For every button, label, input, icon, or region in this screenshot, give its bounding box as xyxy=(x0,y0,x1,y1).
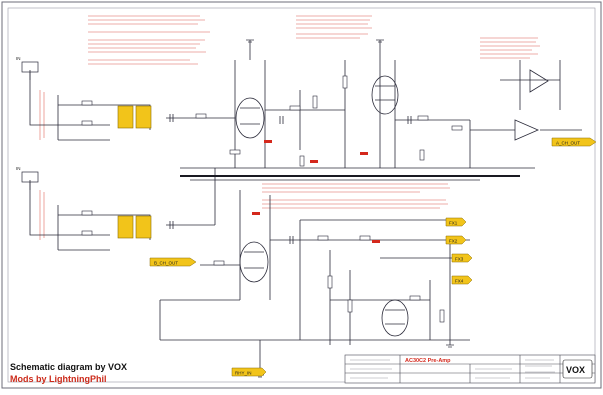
opamp-top-right xyxy=(529,69,549,93)
tag-fx3 xyxy=(451,253,473,263)
tag-rhy-in-label: RHY_IN xyxy=(235,371,252,376)
tube-v2 xyxy=(371,75,399,115)
note-block-middle xyxy=(262,183,450,209)
note-block-top-left xyxy=(88,15,210,65)
input-top-label: IN xyxy=(16,56,21,61)
tag-fx4-label: FX4 xyxy=(455,279,464,284)
input-bottom-label: IN xyxy=(16,166,21,171)
title-block-fields xyxy=(350,359,555,379)
input-jack-bottom xyxy=(21,171,39,190)
credit-schematic-by: Schematic diagram by VOX xyxy=(10,362,128,372)
tag-fx1 xyxy=(445,217,467,227)
tag-a-ch-out xyxy=(551,137,597,147)
relay-blocks xyxy=(117,105,152,239)
tag-fx2-label: FX2 xyxy=(449,239,458,244)
vox-logo-box xyxy=(562,359,593,379)
outer-frame xyxy=(1,1,602,389)
tube-v1 xyxy=(235,97,265,139)
wiring xyxy=(29,40,582,375)
tag-rhy-in xyxy=(231,367,267,377)
tube-v4 xyxy=(381,299,409,337)
credit-mods-by: Mods by LightningPhil xyxy=(10,374,107,384)
mod-tags xyxy=(252,140,380,243)
tag-fx1-label: FX1 xyxy=(449,221,458,226)
title-block-title: AC30C2 Pre-Amp xyxy=(405,358,451,364)
tag-a-ch-out-label: A_CH_OUT xyxy=(556,141,580,146)
opamp-right xyxy=(514,119,540,141)
tag-fx2 xyxy=(445,235,467,245)
tag-fx4 xyxy=(451,275,473,285)
port-tags: A_CH_OUT B_CH_OUT RHY_IN FX1 FX2 FX3 FX4… xyxy=(16,56,597,377)
components xyxy=(81,75,463,323)
tag-b-ch-out xyxy=(149,257,197,267)
capacitors xyxy=(169,114,412,244)
note-side-left xyxy=(39,90,45,240)
tag-b-ch-out-label: B_CH_OUT xyxy=(154,261,178,266)
vox-logo: VOX xyxy=(566,365,585,375)
note-block-top-center xyxy=(296,15,372,39)
inner-frame xyxy=(7,7,596,383)
tag-fx3-label: FX3 xyxy=(455,257,464,262)
tube-v3 xyxy=(239,241,269,283)
note-block-top-right xyxy=(480,37,540,59)
input-jack-top xyxy=(21,61,39,80)
